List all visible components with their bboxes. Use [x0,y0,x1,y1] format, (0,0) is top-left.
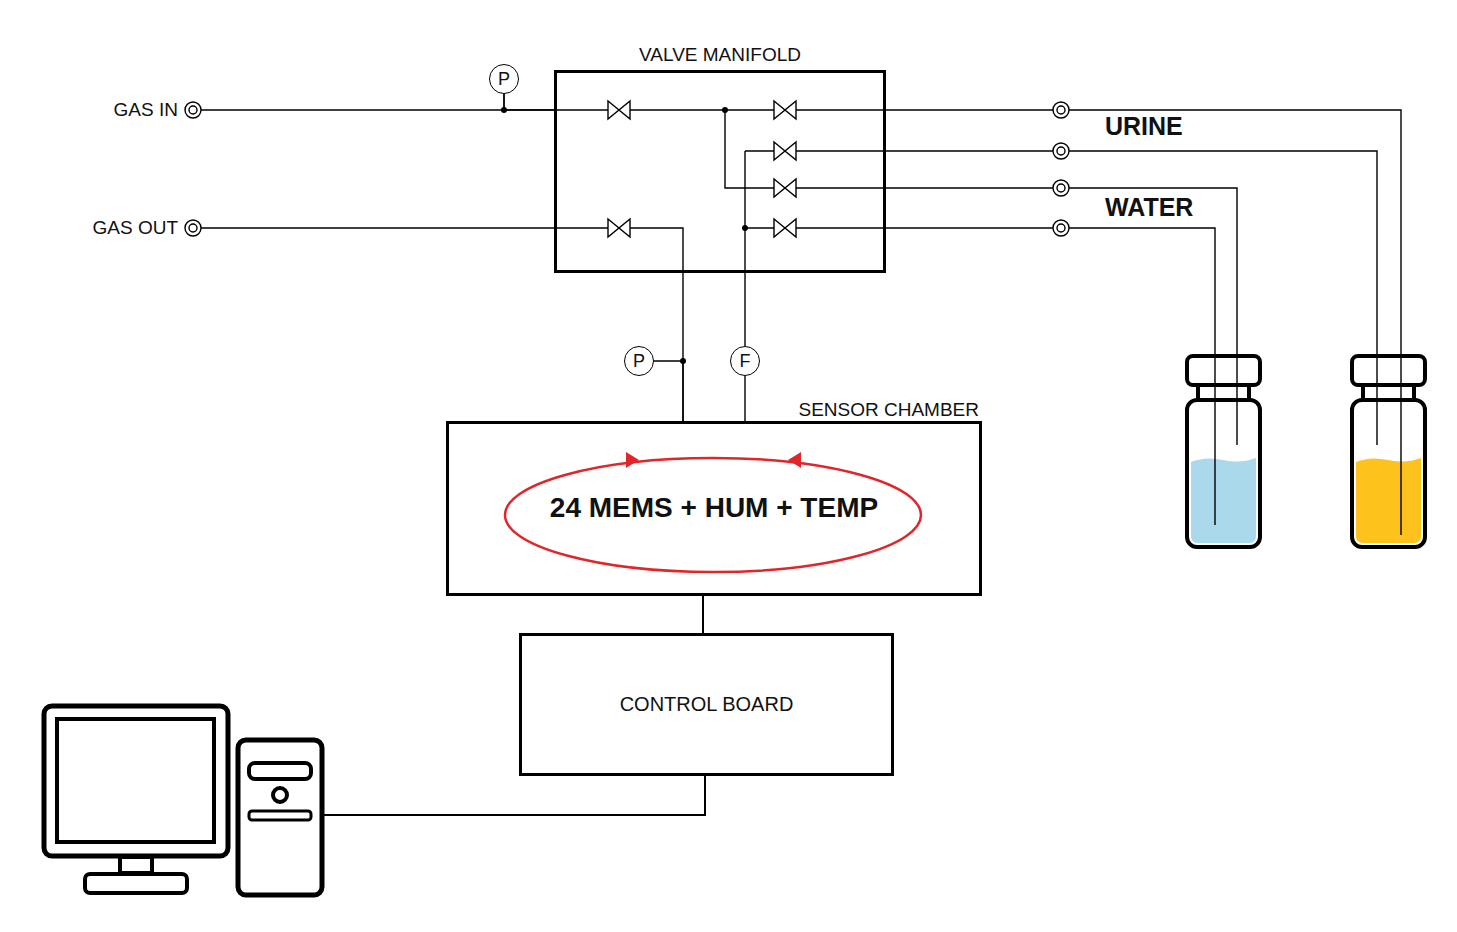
port-symbol [189,106,197,114]
port-symbol [1057,147,1065,155]
computer-icon [57,719,214,842]
liquid [1191,458,1421,543]
node-text: P [633,351,645,372]
pressure-gauge: P [489,64,519,94]
pipe-connector [702,596,704,633]
tube [1069,188,1237,445]
valve-symbol [774,101,796,119]
valve-symbol [608,101,796,237]
circulation-arrow [505,458,921,572]
computer-icon [249,811,311,820]
tube [1069,110,1401,535]
tube [1069,110,1401,535]
port-symbol [1053,220,1069,236]
vial [1352,400,1425,547]
tube [1069,151,1377,445]
junction-dot [501,107,748,364]
port-symbol [1057,184,1065,192]
control-board: CONTROL BOARD [519,633,894,776]
computer-icon [44,706,228,856]
pipe [744,151,745,273]
flow-meter: F [730,346,760,376]
port-symbol [185,102,201,118]
sample-label: WATER [1105,194,1193,222]
port-symbol [1053,102,1069,118]
computer-icon [85,874,187,893]
sensor-chamber: SENSOR CHAMBER24 MEMS + HUM + TEMP [446,421,982,596]
circulation-arrow [505,452,921,572]
valve-symbol [608,219,630,237]
vial [1352,356,1425,385]
port-symbol [1053,143,1069,159]
pipe-connector [744,273,745,346]
liquid [1356,458,1421,543]
port-label: GAS IN [114,100,178,121]
valve-symbol [774,142,796,160]
port-label: GAS OUT [92,218,178,239]
node-text: F [740,351,751,372]
pipe [201,94,1053,273]
circulation-arrow [788,452,801,468]
junction-dot [742,225,748,231]
node-text: P [498,69,510,90]
computer-icon [238,740,322,895]
pipe-connector [504,94,554,110]
heading-text: SENSOR CHAMBER [798,399,979,421]
pipe-connector [654,361,683,421]
computer-icon [273,788,287,802]
sample-label: URINE [1105,113,1183,141]
junction-dot [722,107,728,113]
computer-icon [120,857,152,873]
port-symbol [1053,180,1069,196]
vial [1187,356,1425,547]
vial [1363,385,1414,400]
node-text: 24 MEMS + HUM + TEMP [550,492,878,524]
vial [1198,385,1249,400]
port-symbol [189,224,197,232]
vial [1187,400,1260,547]
pressure-gauge: P [624,346,654,376]
vial [1187,356,1260,385]
computer-icon [249,763,311,779]
port-symbol [1057,224,1065,232]
circulation-arrow [626,452,639,468]
heading-text: VALVE MANIFOLD [639,44,801,66]
pipe [725,110,1053,188]
liquid [1191,458,1256,543]
node-text: CONTROL BOARD [620,693,794,716]
cable [322,776,705,815]
valve-symbol [774,179,796,197]
valve-symbol [774,219,796,237]
tube [1069,228,1215,525]
port-symbol [185,102,1069,236]
computer-icon [44,706,322,895]
cable [322,776,705,815]
valve-manifold: VALVE MANIFOLD [554,70,886,273]
port-symbol [185,220,201,236]
port-symbol [1057,106,1065,114]
valve-symbol [608,101,630,119]
pipe-connector [744,376,745,421]
